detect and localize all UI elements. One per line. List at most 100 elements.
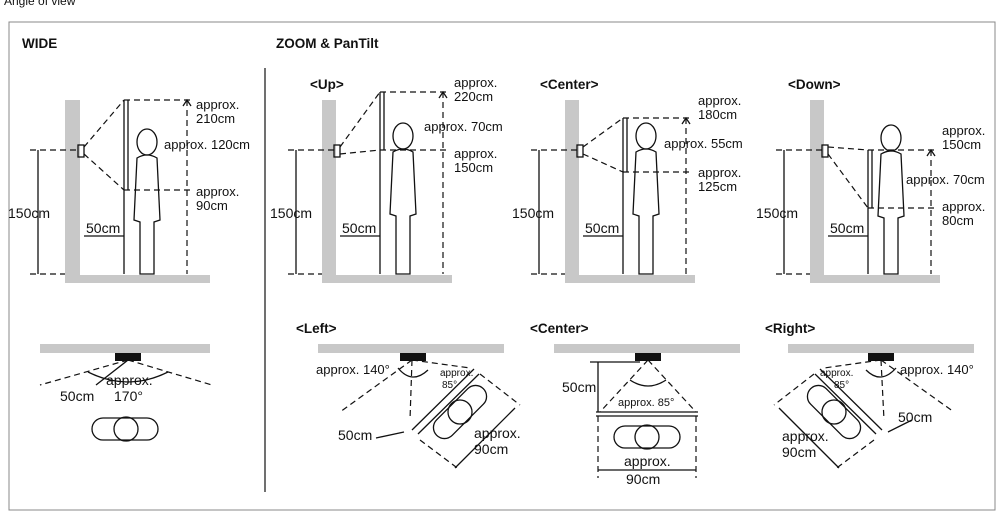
width-value-label: 90cm <box>782 444 816 460</box>
top-value-label: 220cm <box>454 89 493 104</box>
camera-icon <box>868 353 894 361</box>
view-cone-right <box>127 359 213 386</box>
bottom-approx-label: approx. <box>454 146 497 161</box>
ceiling-wall <box>554 344 740 353</box>
pan-ref-line <box>339 359 413 413</box>
view-title-down: <Down> <box>788 77 841 92</box>
top-value-label: 150cm <box>942 137 981 152</box>
ceiling-wall <box>788 344 974 353</box>
subject-plane <box>411 368 475 431</box>
pan-angle-label: approx. 140° <box>316 362 390 377</box>
width-approx-label: approx. <box>782 428 829 444</box>
top-value-label: 180cm <box>698 107 737 122</box>
angle-arc <box>629 379 667 387</box>
top-approx-label: approx. <box>942 123 985 138</box>
bottom-approx-label: approx. <box>196 184 239 199</box>
camera-icon <box>635 353 661 361</box>
top-view-wide: 50cm approx. 170° <box>39 344 213 442</box>
view-cone-left <box>599 359 649 413</box>
top-view-center: <Center> 50cm approx. 85° approx. 90cm <box>530 321 740 487</box>
mid-label: approx. 70cm <box>906 172 985 187</box>
arrow-up-icon <box>681 116 691 125</box>
distance-line <box>95 359 129 386</box>
distance-label: 50cm <box>338 427 372 443</box>
pan-angle-label: approx. 140° <box>900 362 974 377</box>
diagram-frame <box>8 21 996 511</box>
pan-arc <box>865 367 897 378</box>
width-value-label: 90cm <box>626 471 660 487</box>
person-top-icon <box>91 416 159 442</box>
section-title-zoom: ZOOM & PanTilt <box>276 36 379 51</box>
top-view-left: <Left> approx. 140° approx. 85° 50cm app… <box>296 321 521 471</box>
wall <box>322 100 336 280</box>
camera-icon <box>77 144 85 158</box>
bottom-value-label: 90cm <box>196 198 228 213</box>
header-partial: Angle of view <box>4 0 76 8</box>
view-cone-right <box>880 359 885 421</box>
angle-arc <box>87 371 169 383</box>
view-cone-top <box>582 117 624 148</box>
width-line <box>778 407 840 469</box>
view-cone-top <box>83 99 125 148</box>
person-top-icon <box>432 384 488 440</box>
view-approx-label: approx. <box>820 368 853 379</box>
subject-plane-inner <box>417 373 480 435</box>
view-title-left: <Left> <box>296 321 337 336</box>
side-view-wide: 150cm 50cm approx. 210cm approx. 120cm a… <box>8 97 250 283</box>
top-approx-label: approx. <box>196 97 239 112</box>
distance-label: 50cm <box>585 220 619 236</box>
view-cone-top <box>339 91 381 148</box>
bottom-value-label: 125cm <box>698 179 737 194</box>
side-view-down: <Down> 150cm 50cm approx. 150cm approx. … <box>756 77 985 283</box>
view-cone-bottom <box>83 153 125 191</box>
top-view-right: <Right> approx. 140° approx. 85° 50cm ap… <box>765 321 974 471</box>
arrow-up-icon <box>926 148 936 157</box>
wall <box>810 100 824 280</box>
width-line <box>454 407 516 469</box>
width-ref-top <box>479 373 521 406</box>
bottom-approx-label: approx. <box>698 165 741 180</box>
person-figure <box>389 122 417 275</box>
distance-label: 50cm <box>86 220 120 236</box>
width-ref-top <box>773 373 815 406</box>
view-cone-right <box>411 359 471 369</box>
person-figure <box>632 122 660 275</box>
view-cone-left <box>39 359 129 386</box>
camera-icon <box>576 144 584 158</box>
mid-label: approx. 55cm <box>664 136 743 151</box>
camera-icon <box>333 144 341 158</box>
bottom-approx-label: approx. <box>942 199 985 214</box>
width-approx-label: approx. <box>624 453 671 469</box>
mid-label: approx. 70cm <box>424 119 503 134</box>
view-value-label: 85° <box>834 380 849 391</box>
ceiling-wall <box>318 344 504 353</box>
view-cone-top <box>827 146 869 151</box>
pan-arc <box>397 367 429 378</box>
view-cone-left <box>823 359 882 369</box>
top-approx-label: approx. <box>698 93 741 108</box>
ceiling-wall <box>40 344 210 353</box>
arrow-up-icon <box>182 98 192 107</box>
floor <box>565 275 695 283</box>
view-cone-bottom <box>827 153 869 209</box>
top-approx-label: approx. <box>454 75 497 90</box>
top-value-label: 210cm <box>196 111 235 126</box>
view-value-label: 85° <box>442 380 457 391</box>
angle-approx-label: approx. <box>106 372 153 388</box>
width-ref-bottom <box>419 439 461 471</box>
side-view-up: <Up> 150cm 50cm approx. 220cm approx. 70… <box>270 75 503 283</box>
camera-icon <box>400 353 426 361</box>
height-label: 150cm <box>270 205 312 221</box>
view-approx-label: approx. <box>440 368 473 379</box>
height-label: 150cm <box>756 205 798 221</box>
subject-plane-inner <box>814 373 877 435</box>
arrow-up-icon <box>438 90 448 99</box>
view-cone-left <box>409 359 413 421</box>
distance-label: 50cm <box>830 220 864 236</box>
pan-ref-line <box>880 359 955 413</box>
view-title-up: <Up> <box>310 77 344 92</box>
floor <box>65 275 210 283</box>
camera-icon <box>821 144 829 158</box>
bottom-value-label: 150cm <box>454 160 493 175</box>
